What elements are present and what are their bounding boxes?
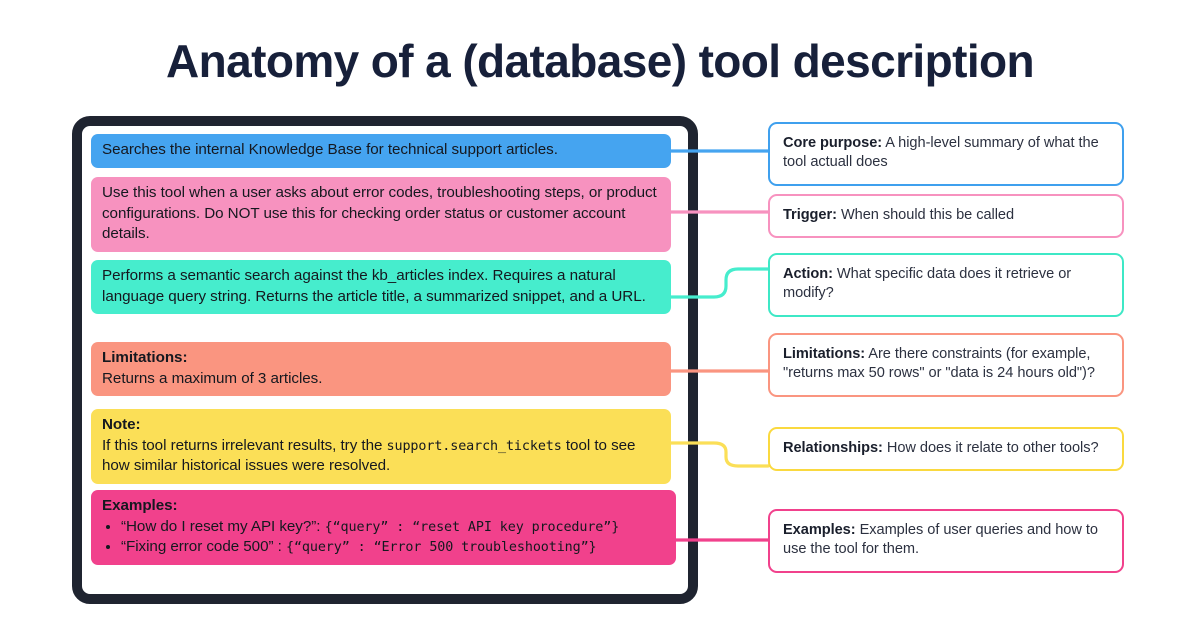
annotation-examples-label: Examples: — [783, 522, 856, 538]
annotation-relationships-label: Relationships: — [783, 440, 883, 456]
page-title: Anatomy of a (database) tool description — [166, 35, 1035, 87]
annotation-limitations-text: Are there constraints (for example, "ret… — [783, 346, 1095, 382]
annotation-trigger-text: When should this be called — [836, 207, 1015, 223]
segment-note: Note: If this tool returns irrelevant re… — [91, 409, 671, 484]
segment-limitations-text: Returns a maximum of 3 articles. — [102, 369, 323, 387]
example-json-1: {“query” : “reset API key procedure”} — [324, 519, 620, 535]
annotation-action: Action: What specific data does it retri… — [768, 253, 1124, 317]
list-item: “Fixing error code 500” : {“query” : “Er… — [121, 537, 665, 558]
segment-examples-heading: Examples: — [102, 497, 178, 514]
annotation-action-label: Action: — [783, 266, 833, 282]
annotation-trigger-label: Trigger: — [783, 207, 837, 223]
segment-limitations-heading: Limitations: — [102, 349, 188, 366]
list-item: “How do I reset my API key?”: {“query” :… — [121, 517, 665, 538]
annotation-relationships: Relationships: How does it relate to oth… — [768, 427, 1124, 472]
annotation-core-purpose: Core purpose: A high-level summary of wh… — [768, 122, 1124, 186]
segment-trigger: Use this tool when a user asks about err… — [91, 177, 671, 252]
segment-action-text: Performs a semantic search against the k… — [102, 267, 646, 305]
annotation-core-purpose-text: A high-level summary of what the tool ac… — [783, 135, 1099, 171]
segment-note-text-before: If this tool returns irrelevant results,… — [102, 436, 387, 454]
annotation-limitations-label: Limitations: — [783, 346, 866, 362]
segment-trigger-text: Use this tool when a user asks about err… — [102, 184, 657, 243]
segment-core-purpose: Searches the internal Knowledge Base for… — [91, 134, 671, 168]
segment-note-heading: Note: — [102, 416, 141, 433]
segment-core-purpose-text: Searches the internal Knowledge Base for… — [102, 141, 558, 158]
annotation-trigger: Trigger: When should this be called — [768, 194, 1124, 239]
example-query-1: “How do I reset my API key?”: — [121, 517, 321, 535]
segment-action: Performs a semantic search against the k… — [91, 260, 671, 315]
annotation-limitations: Limitations: Are there constraints (for … — [768, 333, 1124, 397]
annotation-examples: Examples: Examples of user queries and h… — [768, 509, 1124, 573]
segment-limitations: Limitations: Returns a maximum of 3 arti… — [91, 342, 671, 397]
annotation-action-text: What specific data does it retrieve or m… — [783, 266, 1072, 302]
segment-examples: Examples: “How do I reset my API key?”: … — [91, 490, 676, 565]
annotation-examples-text: Examples of user queries and how to use … — [783, 522, 1098, 558]
annotation-core-purpose-label: Core purpose: — [783, 135, 883, 151]
segment-note-tool-reference: support.search_tickets — [386, 438, 562, 454]
segment-note-text-after: tool to see how similar historical issue… — [102, 436, 636, 475]
segment-examples-list: “How do I reset my API key?”: {“query” :… — [102, 517, 665, 558]
annotation-relationships-text: How does it relate to other tools? — [882, 440, 1099, 456]
example-json-2: {“query” : “Error 500 troubleshooting”} — [286, 540, 597, 556]
example-query-2: “Fixing error code 500” : — [121, 538, 282, 556]
